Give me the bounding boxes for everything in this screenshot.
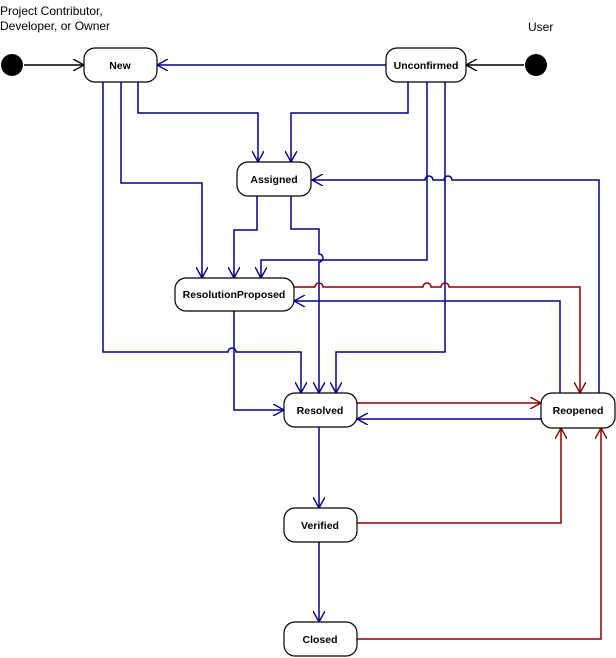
edge-new-to-assigned: [137, 82, 258, 162]
edge-resolutionproposed-to-reopened: [294, 282, 580, 393]
edge-new-to-resolutionproposed: [120, 82, 202, 278]
edge-unconfirmed-to-resolved: [336, 82, 446, 393]
edge-closed-to-reopened: [357, 428, 601, 640]
actor-label-line-1: Project Contributor,: [0, 4, 103, 18]
state-new: New: [83, 47, 158, 83]
state-closed: Closed: [283, 621, 358, 657]
edge-reopened-to-assigned: [312, 176, 600, 393]
state-verified: Verified: [283, 507, 358, 543]
state-reopened: Reopened: [540, 392, 616, 429]
actor-label-user: User: [528, 20, 554, 34]
state-unconfirmed: Unconfirmed: [385, 47, 467, 83]
edge-assigned-to-resolutionproposed: [234, 196, 258, 278]
actor-label-line-2: Developer, or Owner: [0, 19, 111, 33]
state-resolution-proposed-label: ResolutionProposed: [183, 289, 286, 301]
edge-unconfirmed-to-resolutionproposed: [261, 82, 428, 278]
edge-verified-to-reopened: [357, 428, 561, 524]
edge-unconfirmed-to-assigned: [291, 82, 409, 162]
state-assigned-label: Assigned: [250, 174, 297, 186]
state-new-label: New: [109, 60, 131, 72]
edge-assigned-to-resolved: [290, 196, 323, 393]
edge-reopened-to-resolutionproposed: [294, 301, 561, 393]
actor-label-contributor: Project Contributor, Developer, or Owner: [0, 4, 110, 34]
edge-resolutionproposed-to-resolved: [233, 311, 284, 410]
state-closed-label: Closed: [302, 634, 337, 646]
edge-new-to-resolved: [102, 82, 301, 393]
initial-node-contributor: [1, 54, 23, 76]
state-resolved: Resolved: [283, 392, 358, 428]
state-resolved-label: Resolved: [297, 405, 344, 417]
state-reopened-label: Reopened: [553, 405, 604, 417]
state-resolution-proposed: ResolutionProposed: [174, 277, 295, 312]
initial-node-user: [525, 54, 547, 76]
state-assigned: Assigned: [236, 161, 312, 197]
state-verified-label: Verified: [301, 520, 339, 532]
state-unconfirmed-label: Unconfirmed: [394, 60, 459, 72]
